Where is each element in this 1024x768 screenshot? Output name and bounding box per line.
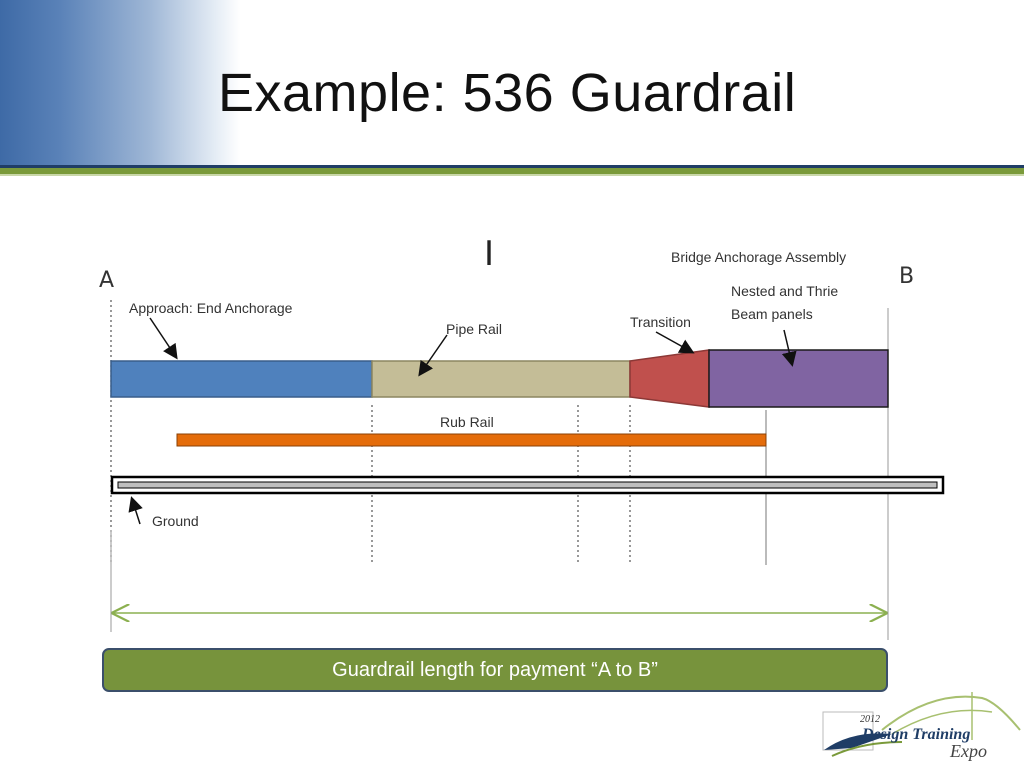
approach-end-anchorage-segment [110, 360, 373, 398]
text-cursor-glyph: I [484, 234, 495, 274]
point-a-label: A [99, 268, 115, 293]
ground-label: Ground [152, 513, 199, 529]
nested-thrie-beam-segment [708, 349, 889, 408]
nested-thrie-label-line2: Beam panels [731, 306, 813, 322]
approach-arrow [149, 317, 178, 360]
caption-text: Guardrail length for payment “A to B” [332, 658, 658, 681]
header-accent-line-light [0, 174, 1024, 176]
slide-title: Example: 536 Guardrail [218, 63, 797, 123]
logo-year: 2012 [860, 714, 880, 725]
pipe-rail-label: Pipe Rail [446, 321, 503, 337]
pipe-rail-arrow [418, 334, 448, 377]
rub-rail-label: Rub Rail [440, 414, 494, 430]
logo-expo: Expo [950, 741, 987, 761]
bridge-anchorage-label: Bridge Anchorage Assembly [671, 249, 847, 265]
logo-name: Design Training [862, 726, 971, 743]
transition-arrow [655, 331, 695, 354]
pipe-rail-segment [371, 360, 631, 398]
slide-header-band [0, 0, 1024, 168]
transition-label: Transition [630, 314, 691, 330]
rub-rail-bar [176, 433, 767, 447]
point-b-label: B [899, 264, 915, 289]
nested-thrie-label-line1: Nested and Thrie [731, 283, 839, 299]
approach-label: Approach: End Anchorage [129, 300, 293, 316]
transition-segment [629, 349, 710, 408]
nested-arrow [781, 329, 797, 367]
header-accent-line [0, 168, 1024, 174]
payment-length-caption: Guardrail length for payment “A to B” [102, 648, 888, 692]
design-training-expo-logo [822, 692, 1021, 757]
ground-bar-inner [117, 481, 938, 489]
ground-arrow [128, 496, 143, 525]
